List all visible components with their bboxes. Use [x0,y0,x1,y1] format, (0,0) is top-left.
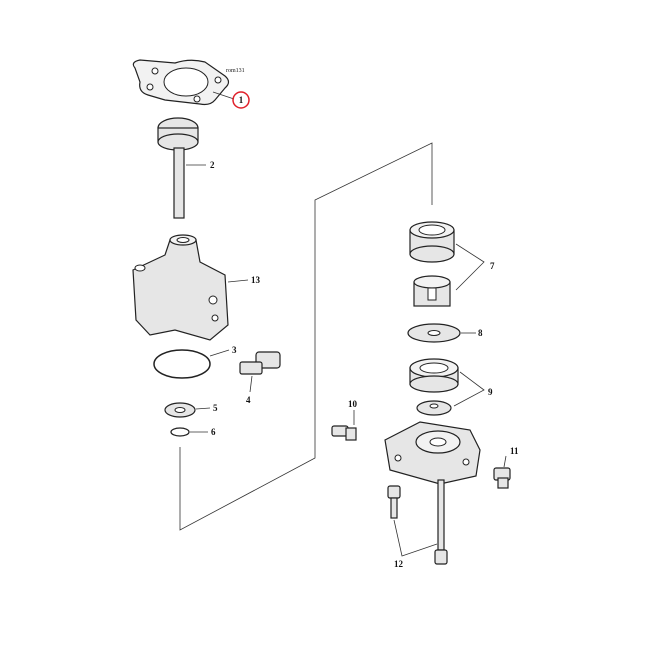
part-elbow-fitting[interactable] [239,351,281,375]
highlight-circle [232,91,250,109]
leader-4 [249,375,253,393]
part-scavenge-rotors[interactable] [409,358,459,416]
callout-2[interactable]: 2 [210,160,215,170]
callout-11[interactable]: 11 [510,446,519,456]
leader-9 [453,371,485,407]
callout-4[interactable]: 4 [246,395,251,405]
callout-1[interactable]: 1 [239,95,244,105]
callout-9[interactable]: 9 [488,387,493,397]
part-bolts[interactable] [387,479,448,565]
part-feed-rotors[interactable] [409,221,455,307]
callout-12[interactable]: 12 [394,559,404,569]
leader-1 [212,91,235,100]
reference-code: rom131 [226,68,245,74]
callout-5[interactable]: 5 [213,403,218,413]
part-o-ring[interactable] [153,349,211,379]
leader-5 [195,407,211,410]
part-gasket[interactable] [132,59,230,106]
assembly-path-line [179,142,433,531]
part-separator-plate[interactable] [407,323,461,343]
callout-8[interactable]: 8 [478,328,483,338]
leader-13 [227,279,249,283]
part-fitting-11[interactable] [493,467,511,489]
leader-11 [503,455,507,468]
leader-12 [393,519,438,557]
callout-13[interactable]: 13 [251,275,261,285]
part-snap-ring[interactable] [170,427,190,437]
part-cover-plate[interactable] [384,421,481,485]
callout-3[interactable]: 3 [232,345,237,355]
leader-3 [209,349,230,357]
callout-10[interactable]: 10 [348,399,358,409]
part-fitting-10[interactable] [331,425,357,441]
part-gear-shaft[interactable] [157,117,199,219]
leader-7 [455,243,485,291]
callout-6[interactable]: 6 [211,427,216,437]
part-pump-body[interactable] [132,234,229,341]
callout-7[interactable]: 7 [490,261,495,271]
part-washer[interactable] [164,402,196,418]
